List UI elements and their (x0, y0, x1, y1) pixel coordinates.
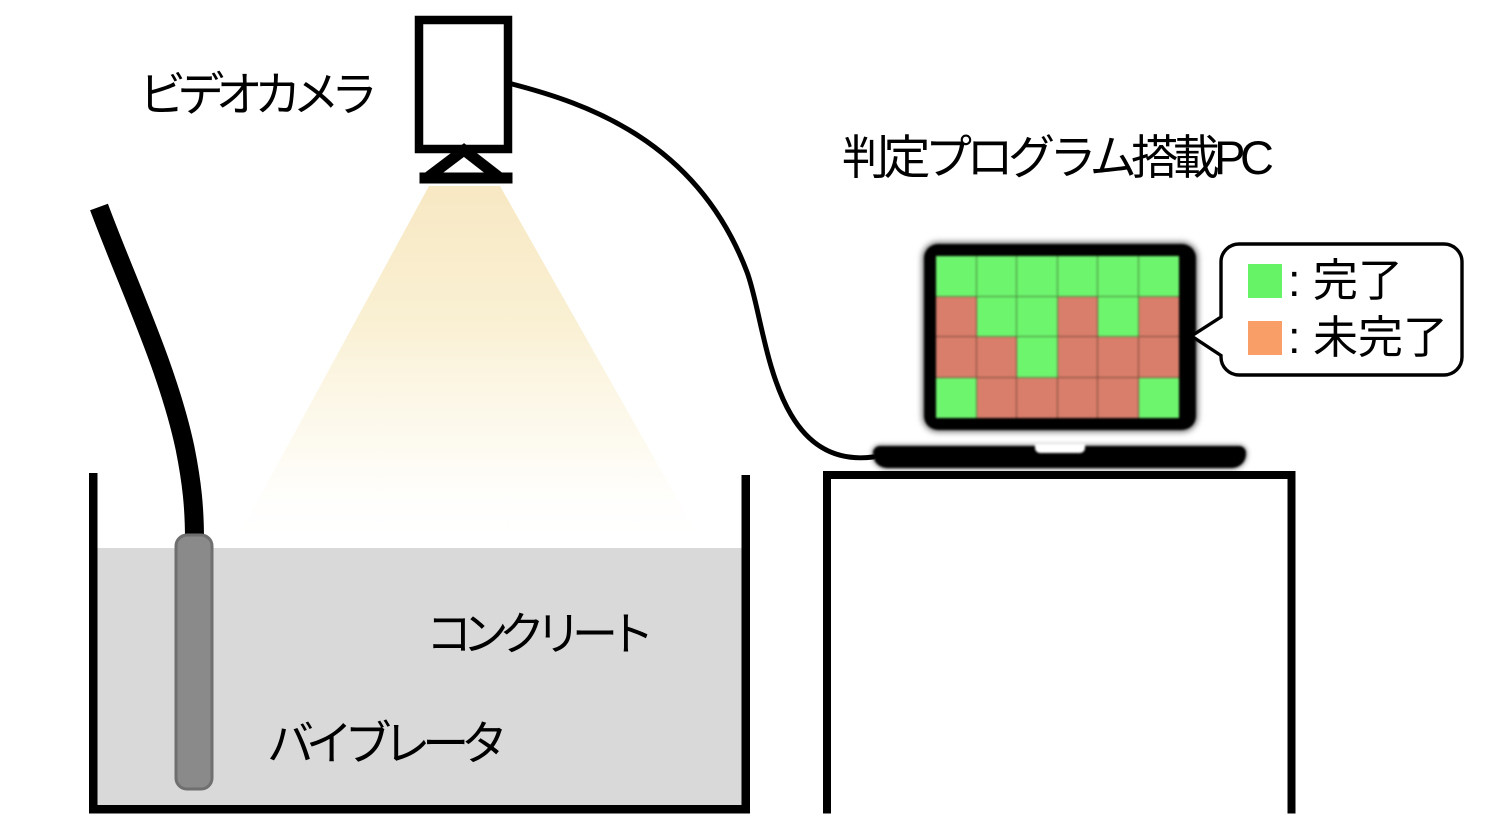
camera-label: ビデオカメラ (139, 68, 378, 121)
legend-label-done: : 完了 (1288, 255, 1404, 306)
screen-cell-not_done (1057, 296, 1098, 337)
screen-cell-not_done (976, 337, 1017, 378)
laptop-base (873, 446, 1246, 468)
legend-swatch-done (1248, 264, 1282, 298)
legend-item-done: : 完了 (1248, 255, 1404, 306)
laptop-base-notch (1035, 444, 1085, 453)
legend-label-not-done: : 未完了 (1288, 312, 1449, 363)
screen-cell-not_done (1098, 337, 1139, 378)
screen-cell-not_done (1138, 337, 1179, 378)
screen-cell-done (936, 256, 977, 297)
legend-swatch-not-done (1248, 321, 1282, 355)
screen-cell-done (1017, 337, 1058, 378)
screen-cell-not_done (1138, 296, 1179, 337)
screen-cell-done (1057, 256, 1098, 297)
camera-body (414, 15, 513, 154)
container-outline (89, 473, 750, 814)
screen-cell-done (1098, 256, 1139, 297)
table-outline (823, 471, 1296, 814)
vibrator-label: バイブレータ (267, 717, 508, 770)
light-cone (232, 186, 705, 548)
screen-cell-not_done (936, 296, 977, 337)
screen-cell-done (976, 256, 1017, 297)
screen-cell-done (976, 296, 1017, 337)
vibrator-body (174, 533, 214, 791)
screen-cell-not_done (936, 337, 977, 378)
screen-cell-not_done (1057, 337, 1098, 378)
camera-cable (509, 81, 876, 461)
screen-cell-not_done (1098, 377, 1139, 418)
screen-cell-not_done (976, 377, 1017, 418)
screen-cell-done (1098, 296, 1139, 337)
screen-cell-not_done (1057, 377, 1098, 418)
screen-cell-not_done (1017, 377, 1058, 418)
screen-cell-done (1017, 256, 1058, 297)
legend-item-not-done: : 未完了 (1248, 312, 1449, 363)
screen-cell-done (1138, 256, 1179, 297)
screen-cell-done (936, 377, 977, 418)
camera-tripod-legs (423, 143, 504, 183)
screen-cell-done (1017, 296, 1058, 337)
pc-label: 判定プログラム搭載PC (842, 131, 1274, 184)
vibrator-cable (90, 203, 204, 541)
concrete-label: コンクリート (426, 608, 655, 660)
camera-tripod-bar (419, 172, 513, 184)
screen-grid (936, 256, 1179, 418)
screen-cell-done (1138, 377, 1179, 418)
